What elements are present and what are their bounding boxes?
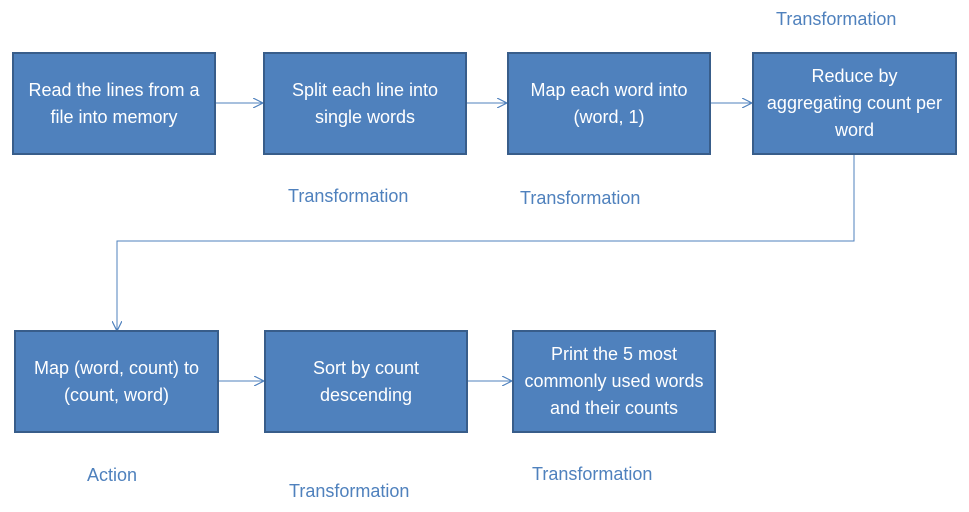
step-map-words-text: Map each word into (word, 1) [530, 79, 688, 127]
step-split-lines: Split each line into single words [263, 52, 467, 155]
label-map2-action: Action [87, 465, 138, 485]
label-print-transformation: Transformation [532, 464, 653, 484]
label-split-transformation: Transformation [288, 186, 409, 206]
label-reduce-transformation: Transformation [776, 9, 897, 29]
step-print-top5: Print the 5 most commonly used words and… [512, 330, 716, 433]
step-sort-desc-text: Sort by count descending [312, 357, 420, 405]
label-map1-transformation: Transformation [520, 188, 641, 208]
step-reduce-count-text: Reduce by aggregating count per word [766, 66, 943, 140]
step-map-words: Map each word into (word, 1) [507, 52, 711, 155]
arrow-reduce-to-map2 [117, 155, 855, 330]
step-reduce-count: Reduce by aggregating count per word [752, 52, 957, 155]
step-read-lines-text: Read the lines from a file into memory [28, 79, 200, 127]
label-sort-transformation: Transformation [289, 481, 410, 501]
step-print-top5-text: Print the 5 most commonly used words and… [524, 344, 704, 418]
step-map-swap-text: Map (word, count) to (count, word) [33, 357, 200, 405]
step-split-lines-text: Split each line into single words [291, 79, 439, 127]
step-map-swap: Map (word, count) to (count, word) [14, 330, 219, 433]
step-sort-desc: Sort by count descending [264, 330, 468, 433]
step-read-lines: Read the lines from a file into memory [12, 52, 216, 155]
